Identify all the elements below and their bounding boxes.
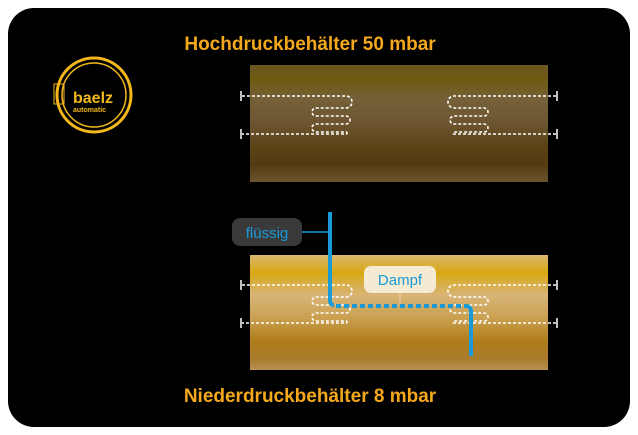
high-pressure-title: Hochdruckbehälter 50 mbar bbox=[184, 34, 436, 55]
logo-sub: automatic bbox=[73, 107, 106, 114]
liquid-line bbox=[328, 212, 335, 307]
baelz-logo: baelz automatic bbox=[53, 56, 133, 134]
heat-exchanger-coil bbox=[447, 95, 556, 135]
vapor-label: Dampf bbox=[364, 266, 436, 293]
high-pressure-tank bbox=[240, 65, 558, 182]
liquid-label: flüssig bbox=[232, 218, 302, 246]
vapor-label-text: Dampf bbox=[378, 272, 423, 289]
logo-name: baelz bbox=[73, 90, 113, 107]
low-pressure-title: Niederdruckbehälter 8 mbar bbox=[184, 386, 437, 407]
heat-exchanger-coil bbox=[242, 95, 353, 135]
liquid-label-text: flüssig bbox=[246, 225, 289, 242]
heat-exchanger-coil bbox=[447, 284, 556, 324]
refrigerant-flow bbox=[300, 212, 473, 356]
outlet-line bbox=[465, 304, 473, 356]
